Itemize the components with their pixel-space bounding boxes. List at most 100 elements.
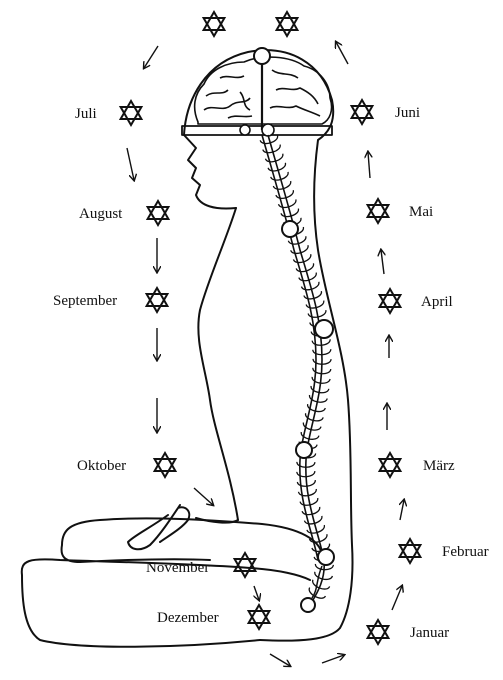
vertebra [304,413,324,422]
label-dezember: Dezember [157,610,219,626]
arrow-icon-8 [269,653,290,666]
spine-chakra-1 [281,220,299,238]
star-of-david-icon-april [378,288,402,314]
arrow-icon-15 [368,152,370,179]
star-of-david-icon-juni [350,99,374,125]
label-mai: Mai [409,204,433,220]
vertebra [301,506,321,516]
arrow-icon-16 [336,42,349,65]
vertebra [296,470,316,478]
arrow-icon-9 [321,655,344,664]
spine [259,134,335,613]
spine-chakra-2 [314,319,334,339]
star-of-david-icon-februar [398,538,422,564]
spine-tail-loop [311,565,323,599]
hands-outline [127,504,191,551]
vertebra [292,254,312,264]
crown-chakra [253,47,271,65]
arrow-icon-10 [391,586,402,611]
star-of-david-icon-maerz [378,452,402,478]
vertebra [312,349,332,356]
direction-arrows [126,42,404,666]
label-maerz: März [423,458,455,474]
vertebra [267,162,287,172]
brain-folds [203,69,321,119]
month-labels: Juli August September Oktober November D… [53,105,489,641]
vertebra [306,524,325,534]
star-of-david-icon-top-right [275,11,299,37]
torso-front [197,207,239,521]
month-markers [119,11,422,645]
vertebra [310,385,330,394]
star-of-david-icon-november [233,552,257,578]
label-april: April [421,294,453,310]
arrow-icon-2 [126,147,134,180]
vertebra [296,461,316,468]
brain-illustration [181,47,333,137]
arrow-icon-6 [193,487,213,505]
star-of-david-icon-januar [366,619,390,645]
spine-chakra-3 [295,441,313,459]
vertebra [259,135,279,145]
star-of-david-icon-dezember [247,604,271,630]
vertebra [303,290,323,300]
label-august: August [79,206,123,222]
vertebra [314,571,334,581]
vertebra [280,208,300,218]
vertebra [308,394,328,403]
head-center-chakra [261,123,275,137]
vertebra [298,272,317,282]
label-juni: Juni [395,105,420,121]
label-februar: Februar [442,544,489,560]
vertebra [264,153,284,163]
vertebra [302,422,322,431]
star-of-david-icon-august [146,200,170,226]
vertebra [314,563,335,571]
label-oktober: Oktober [77,458,126,474]
vertebra [277,199,297,209]
legs-outline [20,517,323,648]
vertebra [262,144,281,154]
vertebra [300,281,320,291]
arrow-icon-7 [254,585,259,600]
face-profile [183,134,237,210]
third-eye-chakra [239,124,251,136]
vertebra [300,431,320,440]
spine-chakra-4 [317,548,335,566]
vertebra [297,488,317,497]
star-of-david-icon-oktober [153,452,177,478]
label-januar: Januar [410,625,449,641]
vertebra [287,236,307,245]
vertebra [296,479,316,487]
vertebra [275,190,294,199]
star-of-david-icon-juli [119,100,143,126]
label-september: September [53,293,117,309]
vertebra [311,376,331,384]
head-band [181,125,333,136]
vertebra [305,300,325,309]
seated-figure-outline [20,49,354,648]
vertebra [295,263,315,273]
vertebra [308,534,328,543]
vertebra [307,309,327,318]
star-of-david-icon-top-left [202,11,226,37]
arrow-icon-14 [381,250,384,275]
label-november: November [146,560,209,576]
vertebra [303,515,323,525]
spine-channel-inner [261,134,319,561]
head-and-back-outline [183,49,354,642]
vertebra [311,339,331,346]
vertebra [270,171,289,181]
vertebra [272,180,292,190]
vertebra [299,497,319,506]
vertebra [312,579,331,590]
brain-outline [193,56,333,125]
label-juli: Juli [75,106,97,122]
vertebra [308,587,327,599]
arrow-icon-1 [144,45,159,68]
arrow-icon-11 [400,500,404,521]
vertebra [312,367,332,375]
vertebra [290,244,309,255]
